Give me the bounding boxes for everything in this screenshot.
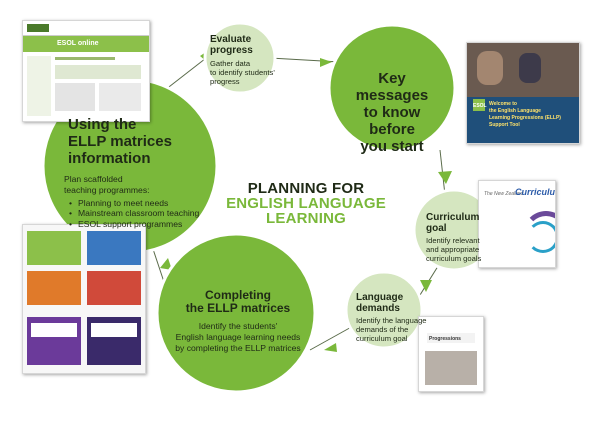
center-title-line-1: PLANNING FOR [247, 180, 365, 197]
evaluate-body-3: progress [210, 77, 240, 87]
booklet-2 [87, 231, 141, 265]
progressions-document-thumbnail: Progressions [418, 316, 484, 392]
ellp-banner [467, 97, 579, 143]
completing-body-3: by completing the ELLP matrices [175, 342, 301, 353]
website-logo [27, 24, 49, 32]
curriculum-body-3: curriculum goals [426, 254, 482, 264]
curriculum-prefix: The New Zealand [484, 191, 524, 197]
language-body-1: Identify the language [356, 316, 427, 325]
curriculum-body-2: and appropriate [426, 245, 480, 255]
website-screenshot-thumbnail: ESOL online [22, 20, 150, 122]
key-title-1: Key messages [355, 70, 429, 104]
website-banner-text: ESOL online [57, 40, 99, 47]
ellp-line-3: Learning Progressions (ELLP) [489, 115, 561, 121]
arrow-5 [324, 343, 337, 352]
ellp-brand: ESOL [473, 103, 487, 109]
using-title-2: ELLP matrices [68, 133, 172, 150]
evaluate-title-1: Evaluate [210, 34, 252, 45]
language-body-2: demands of the [356, 325, 409, 335]
website-sidebar [27, 56, 51, 116]
curriculum-document-thumbnail: The New Zealand Curriculum [478, 180, 556, 268]
curriculum-swirl-icon [523, 211, 555, 257]
progressions-header [427, 333, 475, 343]
website-block-2 [55, 83, 95, 111]
curriculum-title-1: Curriculum [426, 212, 480, 223]
ellp-brand-box [473, 99, 485, 111]
language-title-1: Language [356, 292, 404, 303]
website-block-1 [55, 65, 141, 79]
completing-body-1: Identify the students' [198, 321, 278, 331]
booklet-1 [27, 231, 81, 265]
using-body-2: teaching programmes: [64, 184, 150, 195]
evaluate-body-1: Gather data [210, 59, 251, 68]
curriculum-word: Curriculum [515, 187, 556, 197]
center-title-line-2: ENGLISH LANGUAGE [226, 195, 386, 212]
completing-text: Completing the ELLP matrices Identify th… [168, 289, 308, 353]
progressions-photo [425, 351, 477, 385]
booklet-6-label [91, 323, 137, 337]
curriculum-swirl-icon-2 [527, 221, 555, 253]
evaluate-text: Evaluate progress Gather data to identif… [206, 34, 280, 87]
website-line-1 [55, 57, 115, 60]
arrow-2 [320, 58, 332, 67]
language-body-3: curriculum goal [356, 334, 408, 344]
evaluate-title-2: progress [210, 45, 253, 56]
using-title-3: information [68, 150, 151, 167]
booklet-5-label [31, 323, 77, 337]
using-bullet-list: Planning to meet needs Mainstream classr… [64, 198, 204, 230]
arrow-4 [420, 280, 432, 292]
circle-evaluate [203, 21, 277, 95]
completing-title-2: the ELLP matrices [185, 301, 291, 315]
ellp-photo-person [477, 51, 503, 85]
curriculum-text: Curriculum goal Identify relevant and ap… [426, 212, 498, 264]
completing-body-2: English language learning needs [175, 331, 301, 342]
circle-language [344, 270, 424, 350]
booklet-3 [27, 271, 81, 305]
website-header [23, 21, 149, 36]
key-messages-text: Key messages to know before you start [340, 70, 444, 155]
using-bullet-2: Mainstream classroom teaching [69, 208, 204, 219]
website-block-3 [99, 83, 141, 111]
center-title-line-3: LEARNING [266, 210, 346, 227]
completing-title-1: Completing [205, 288, 271, 302]
using-bullet-3: ESOL support programmes [69, 219, 204, 230]
website-banner [23, 36, 149, 52]
evaluate-body-2: to identify students' [210, 68, 275, 78]
using-bullet-1: Planning to meet needs [69, 198, 204, 209]
using-title-1: Using the [68, 116, 137, 133]
circle-key-messages [327, 23, 457, 153]
ellp-line-4: Support Tool [489, 122, 520, 128]
arrow-3 [438, 171, 452, 184]
booklet-4 [87, 271, 141, 305]
circle-completing [155, 232, 317, 394]
language-text: Language demands Identify the language d… [356, 292, 428, 344]
ellp-line-1: Welcome to [489, 101, 517, 107]
curriculum-title-2: goal [426, 223, 447, 234]
using-text: Using the ELLP matrices information Plan… [64, 116, 204, 230]
progressions-word: Progressions [429, 336, 461, 342]
using-body-1: Plan scaffolded [64, 174, 123, 184]
ellp-photo-person-2 [519, 53, 541, 83]
curriculum-body-1: Identify relevant [426, 236, 480, 245]
key-title-2: to know before [363, 104, 421, 138]
arrow-6 [160, 258, 172, 270]
connector-language-completing [309, 324, 356, 351]
language-title-2: demands [356, 303, 400, 314]
connector-using-evaluate [164, 54, 211, 91]
ellp-support-tool-thumbnail: ESOL Welcome to the English Language Lea… [466, 42, 580, 144]
ellp-booklets-thumbnail [22, 224, 146, 374]
center-title: PLANNING FOR ENGLISH LANGUAGE LEARNING [206, 181, 406, 226]
ellp-line-2: the English Language [489, 108, 541, 114]
key-title-3: you start [360, 138, 424, 155]
